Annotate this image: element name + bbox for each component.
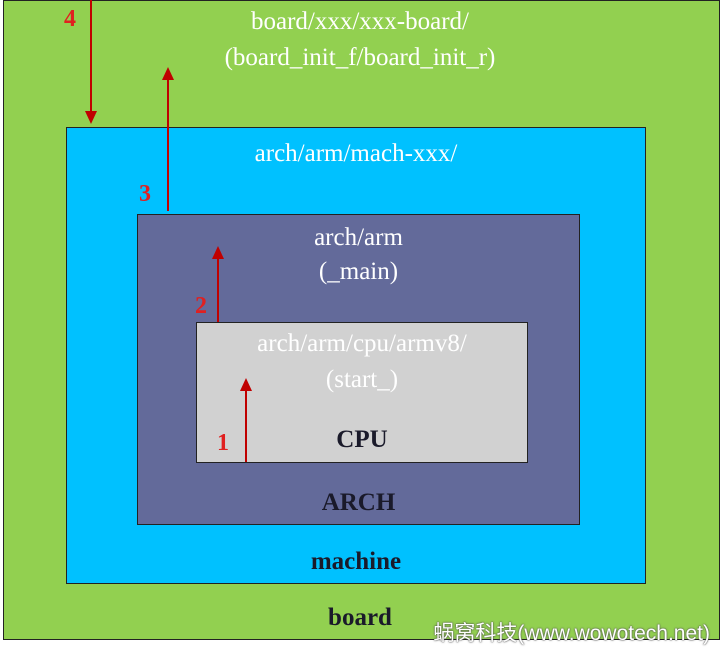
step-3-arrowhead: [162, 67, 174, 80]
watermark: 蜗窝科技(www.wowotech.net): [433, 622, 710, 645]
machine-label: machine: [310, 548, 402, 575]
arch-functions: (_main): [318, 258, 399, 285]
step-1-number: 1: [217, 430, 229, 456]
cpu-label: CPU: [336, 426, 388, 453]
arch-path: arch/arm: [314, 224, 403, 251]
step-4-number: 4: [64, 6, 76, 32]
step-1-arrowhead: [240, 378, 252, 391]
step-3-number: 3: [139, 181, 151, 207]
board-functions: (board_init_f/board_init_r): [224, 44, 496, 71]
board-label: board: [328, 604, 392, 631]
step-2-number: 2: [195, 293, 207, 319]
board-path: board/xxx/xxx-board/: [250, 8, 469, 35]
machine-path: arch/arm/mach-xxx/: [254, 140, 458, 167]
arch-label: ARCH: [321, 489, 396, 516]
cpu-functions: (start_): [325, 366, 399, 393]
cpu-path: arch/arm/cpu/armv8/: [257, 330, 467, 357]
step-2-arrowhead: [212, 246, 224, 259]
step-4-arrowhead: [85, 111, 97, 124]
cpu-layer: [196, 322, 528, 463]
